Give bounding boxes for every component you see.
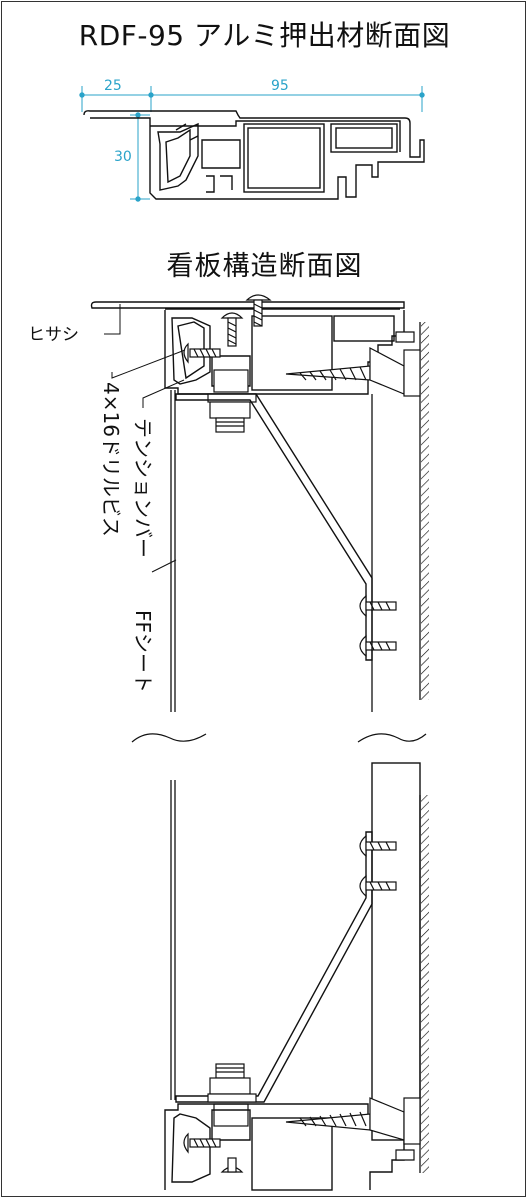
anchor-bolt-top bbox=[285, 331, 421, 397]
aluminium-profile bbox=[83, 110, 425, 200]
bracket-screws-bottom bbox=[359, 834, 397, 898]
nut-bolt-bottom bbox=[207, 1063, 257, 1127]
page-title: RDF-95 アルミ押出材断面図 bbox=[78, 19, 451, 52]
label-hisashi: ヒサシ bbox=[28, 325, 79, 345]
label-drill-screw: 4×16ドリルビス bbox=[99, 382, 123, 537]
anchor-bolt-bottom bbox=[285, 1097, 421, 1161]
profile-dimension-lines bbox=[79, 86, 425, 202]
dimension-height: 30 bbox=[114, 149, 132, 165]
bracket-screws-top bbox=[359, 594, 397, 658]
nut-bolt-top bbox=[207, 369, 257, 433]
label-tension-bar: テンションバー bbox=[131, 418, 155, 558]
wall-surface-bottom bbox=[419, 795, 429, 1173]
screw-frame-top bbox=[220, 312, 244, 347]
dimension-lip: 25 bbox=[104, 78, 122, 94]
section-title: 看板構造断面図 bbox=[166, 251, 363, 282]
frame-profile-top bbox=[164, 310, 405, 395]
dimension-width: 95 bbox=[271, 78, 289, 94]
drill-screw-bottom bbox=[183, 1132, 244, 1173]
tension-bar-top bbox=[175, 393, 373, 661]
label-ff-sheet: FFシート bbox=[131, 610, 155, 693]
tension-bar-bottom bbox=[175, 831, 373, 1103]
mounting-board bbox=[371, 762, 421, 1141]
drill-screw-top bbox=[183, 342, 221, 364]
eave-hisashi bbox=[90, 301, 405, 310]
break-lines bbox=[131, 733, 427, 743]
leader-lines bbox=[104, 304, 186, 573]
wall-surface-top bbox=[419, 322, 429, 700]
screw-top-eave bbox=[245, 294, 272, 327]
ff-sheet-lines bbox=[170, 390, 373, 1100]
